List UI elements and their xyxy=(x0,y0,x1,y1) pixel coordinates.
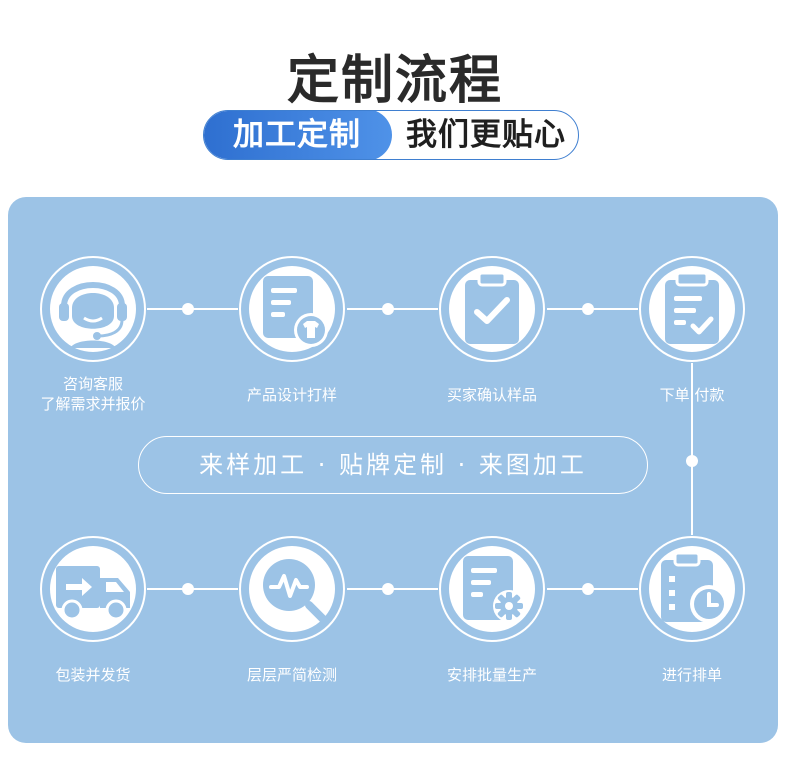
step-confirm-node xyxy=(439,256,545,362)
step-produce-node xyxy=(439,536,545,642)
schedule-clock-icon xyxy=(661,551,728,623)
service-slogan: 来样加工 · 贴牌定制 · 来图加工 xyxy=(138,436,648,494)
page-title: 定制流程 xyxy=(286,51,503,111)
step-consult-node xyxy=(40,256,146,362)
step-schedule-label: 进行排单 xyxy=(661,666,722,684)
step-consult-label: 咨询客服 了解需求并报价 xyxy=(40,375,146,413)
subtitle-pill-right: 我们更贴心 xyxy=(406,117,566,153)
step-ship-label: 包装并发货 xyxy=(55,666,131,684)
step-schedule-node xyxy=(639,536,745,642)
step-design-label: 产品设计打样 xyxy=(246,386,337,404)
step-inspect-node xyxy=(239,536,345,642)
step-confirm-label: 买家确认样品 xyxy=(446,386,537,404)
step-order-label: 下单 付款 xyxy=(659,386,725,404)
subtitle-pill: 加工定制 我们更贴心 xyxy=(203,110,579,160)
production-settings-icon xyxy=(463,556,525,622)
step-inspect-label: 层层严简检测 xyxy=(246,666,337,684)
step-order-node xyxy=(639,256,745,362)
step-ship-node xyxy=(40,536,146,642)
clipboard-check-icon xyxy=(465,271,519,344)
quality-inspection-icon xyxy=(263,559,327,623)
step-produce-label: 安排批量生产 xyxy=(446,666,537,684)
design-doc-icon xyxy=(263,276,328,347)
subtitle-pill-left: 加工定制 xyxy=(204,111,392,159)
delivery-truck-icon xyxy=(56,566,130,621)
order-payment-icon xyxy=(665,271,719,344)
step-design-node xyxy=(239,256,345,362)
customer-service-icon xyxy=(59,282,127,348)
